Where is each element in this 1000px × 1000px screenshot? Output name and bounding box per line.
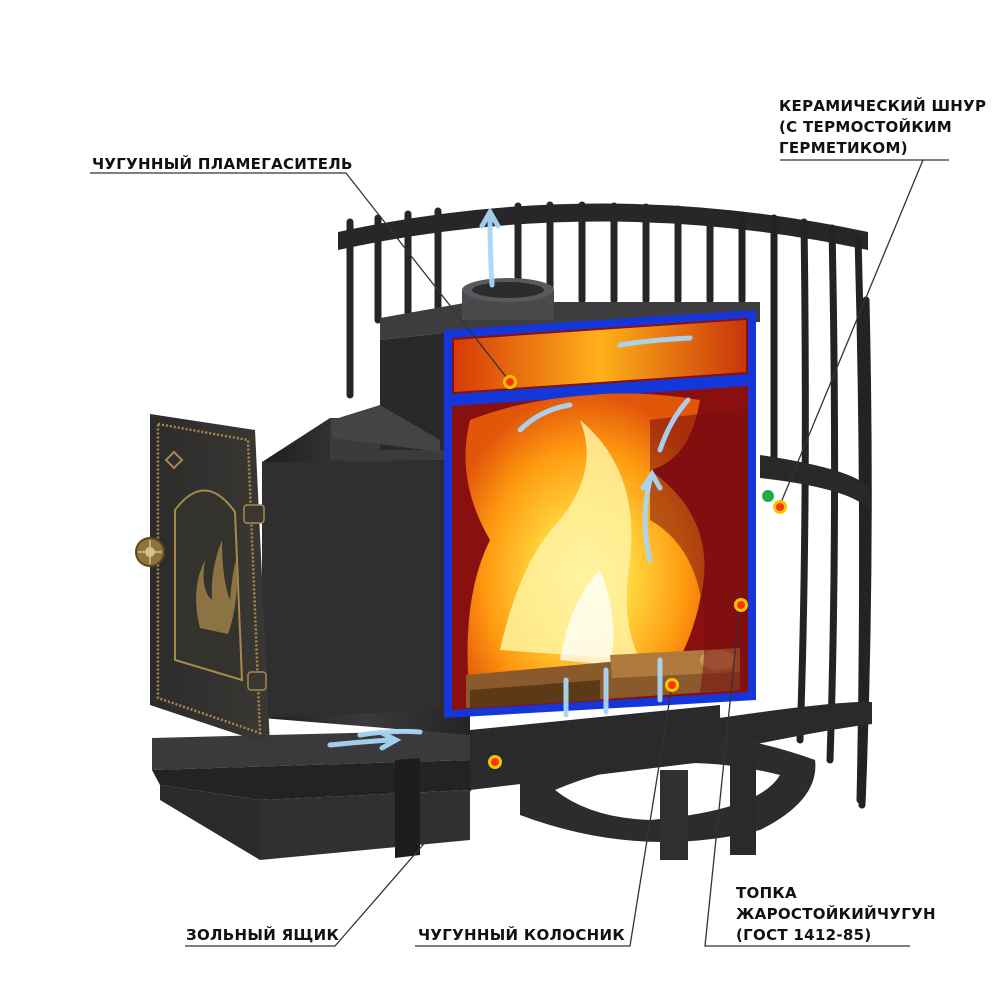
grille-middle-ring xyxy=(760,455,870,510)
callout-dot-ceramic-cord xyxy=(762,490,787,514)
fire-door xyxy=(150,414,270,745)
leader-lines xyxy=(90,159,949,947)
callout-dot-flame-arrester xyxy=(503,375,517,389)
label-ceramic-cord-line3: ГЕРМЕТИКОМ) xyxy=(779,139,908,157)
callout-dot-grate xyxy=(665,678,679,692)
flower-knob-icon xyxy=(135,537,165,567)
air-arrow-icon xyxy=(327,206,693,751)
label-ceramic-cord-line2: (С ТЕРМОСТОЙКИМ xyxy=(779,118,953,136)
chimney-pipe xyxy=(462,278,554,320)
label-firebox-line1: ТОПКА xyxy=(736,884,797,902)
label-grate: ЧУГУННЫЙ КОЛОСНИК xyxy=(418,926,625,944)
callout-dot-firebox xyxy=(734,598,748,612)
label-ceramic-cord: КЕРАМИЧЕСКИЙ ШНУР (С ТЕРМОСТОЙКИМ ГЕРМЕТ… xyxy=(779,96,986,159)
firebox-cutaway xyxy=(444,310,756,718)
label-flame-arrester: ЧУГУННЫЙ ПЛАМЕГАСИТЕЛЬ xyxy=(92,155,353,173)
stove-base xyxy=(520,734,816,860)
label-firebox-line2: ЖАРОСТОЙКИЙЧУГУН xyxy=(736,905,936,923)
grille-top-ring xyxy=(338,203,868,250)
flame-relief-icon xyxy=(196,540,237,634)
label-firebox: ТОПКА ЖАРОСТОЙКИЙЧУГУН (ГОСТ 1412-85) xyxy=(736,883,936,946)
label-ash-box: ЗОЛЬНЫЙ ЯЩИК xyxy=(186,926,340,944)
label-firebox-line3: (ГОСТ 1412-85) xyxy=(736,926,872,944)
callout-dot-ash-box xyxy=(488,755,502,769)
label-ceramic-cord-line1: КЕРАМИЧЕСКИЙ ШНУР xyxy=(779,97,987,115)
